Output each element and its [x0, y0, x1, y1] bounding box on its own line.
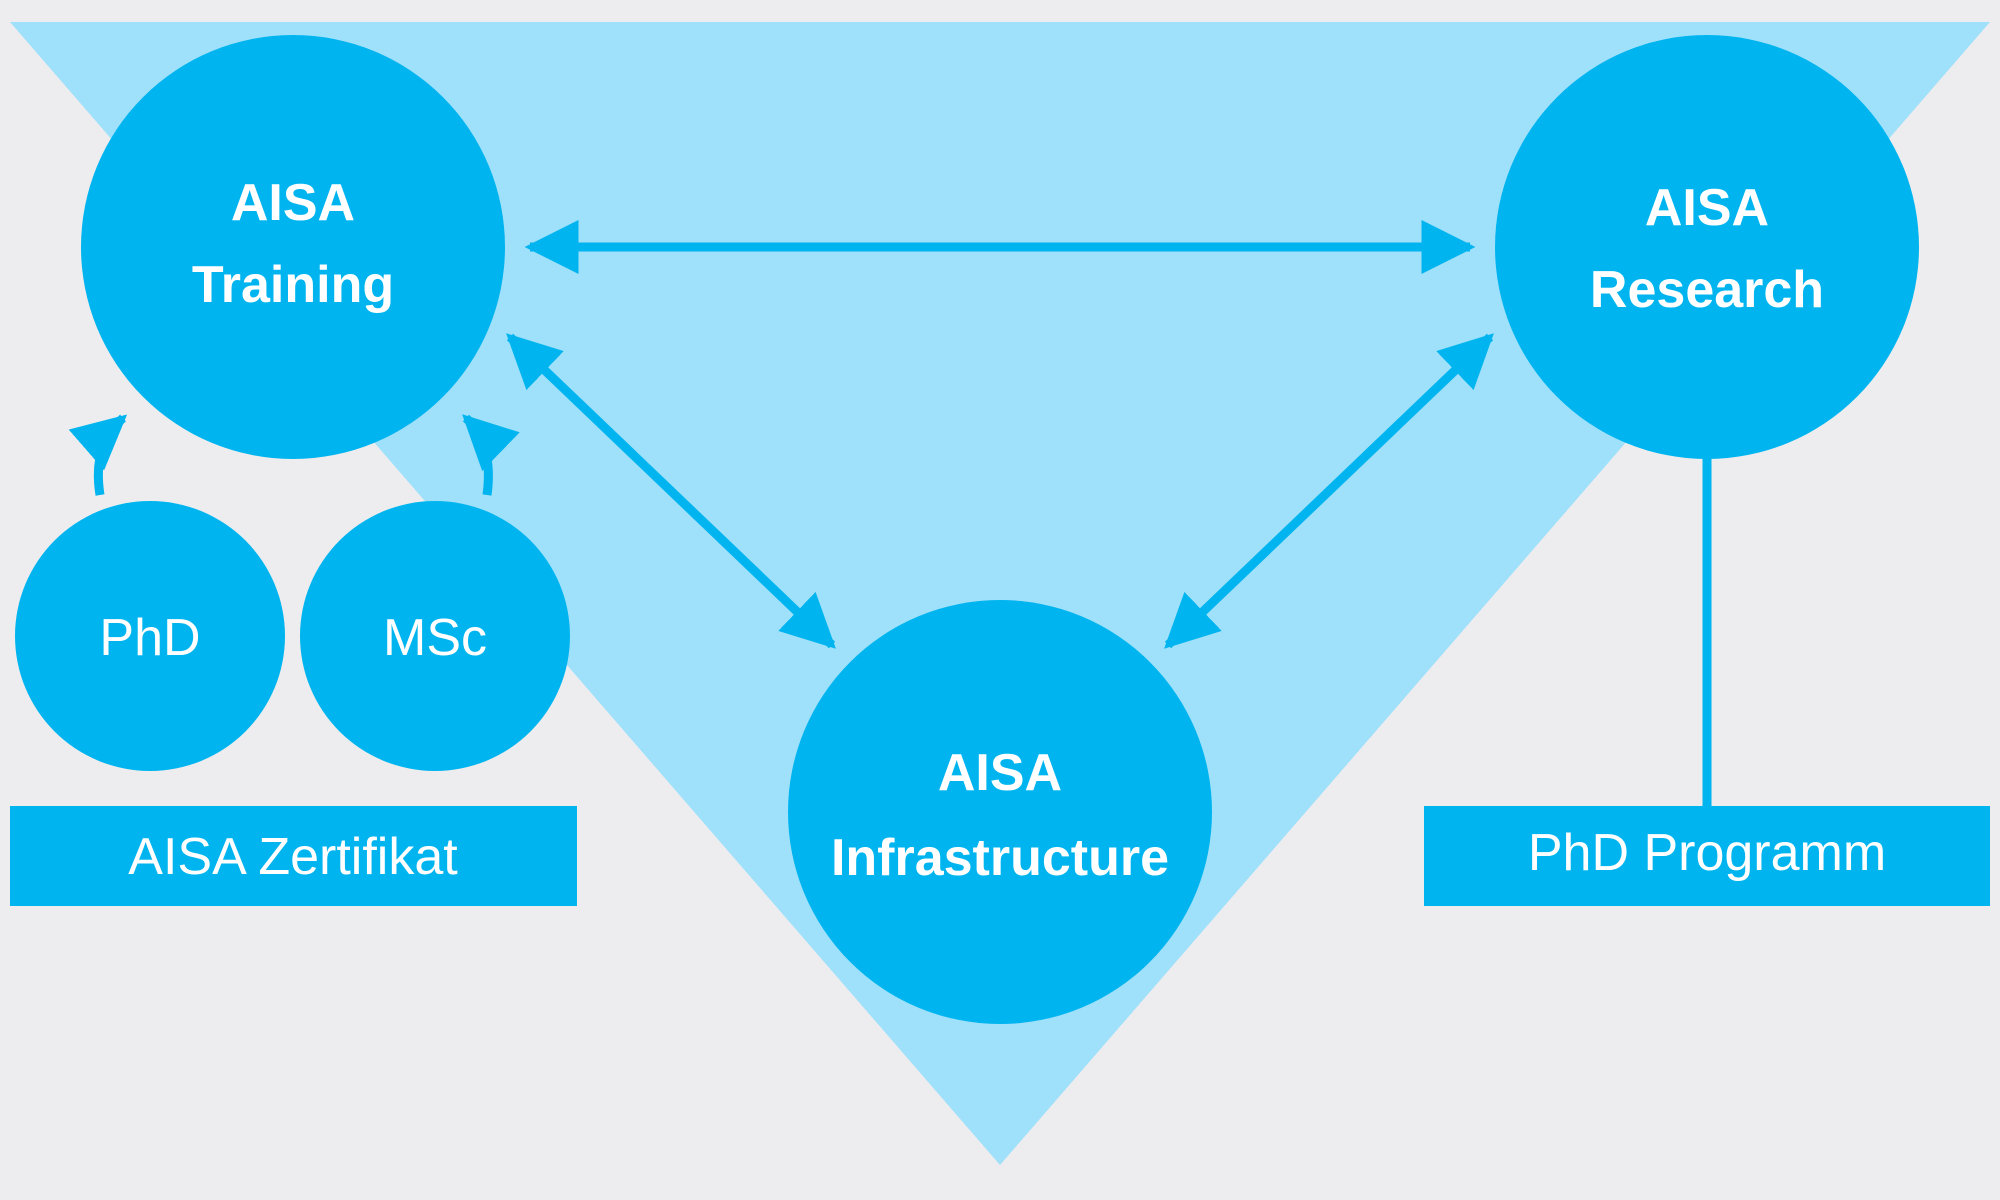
arrow-msc-to-training — [462, 414, 520, 496]
arrow-phd-to-training — [68, 414, 128, 496]
node-research-line2: Research — [1590, 261, 1824, 319]
background-triangle — [10, 22, 1990, 1165]
node-research-line1: AISA — [1645, 179, 1769, 237]
node-training-line1: AISA — [231, 174, 355, 232]
box-phd-program: PhD Programm — [1424, 806, 1990, 906]
node-infrastructure-line2: Infrastructure — [831, 829, 1169, 887]
node-research: AISA Research — [1495, 35, 1919, 459]
arrow-research-infrastructure — [1164, 333, 1494, 649]
node-msc-label: MSc — [383, 609, 487, 667]
box-phd-program-label: PhD Programm — [1528, 824, 1886, 882]
node-training: AISA Training — [81, 35, 505, 459]
box-certificate-label: AISA Zertifikat — [128, 828, 458, 886]
node-phd-label: PhD — [99, 609, 200, 667]
arrow-training-infrastructure — [506, 333, 836, 649]
node-infrastructure-line1: AISA — [938, 744, 1062, 802]
node-phd: PhD — [15, 501, 285, 771]
box-certificate: AISA Zertifikat — [10, 806, 577, 906]
node-training-line2: Training — [192, 256, 394, 314]
node-msc: MSc — [300, 501, 570, 771]
node-infrastructure: AISA Infrastructure — [788, 600, 1212, 1024]
